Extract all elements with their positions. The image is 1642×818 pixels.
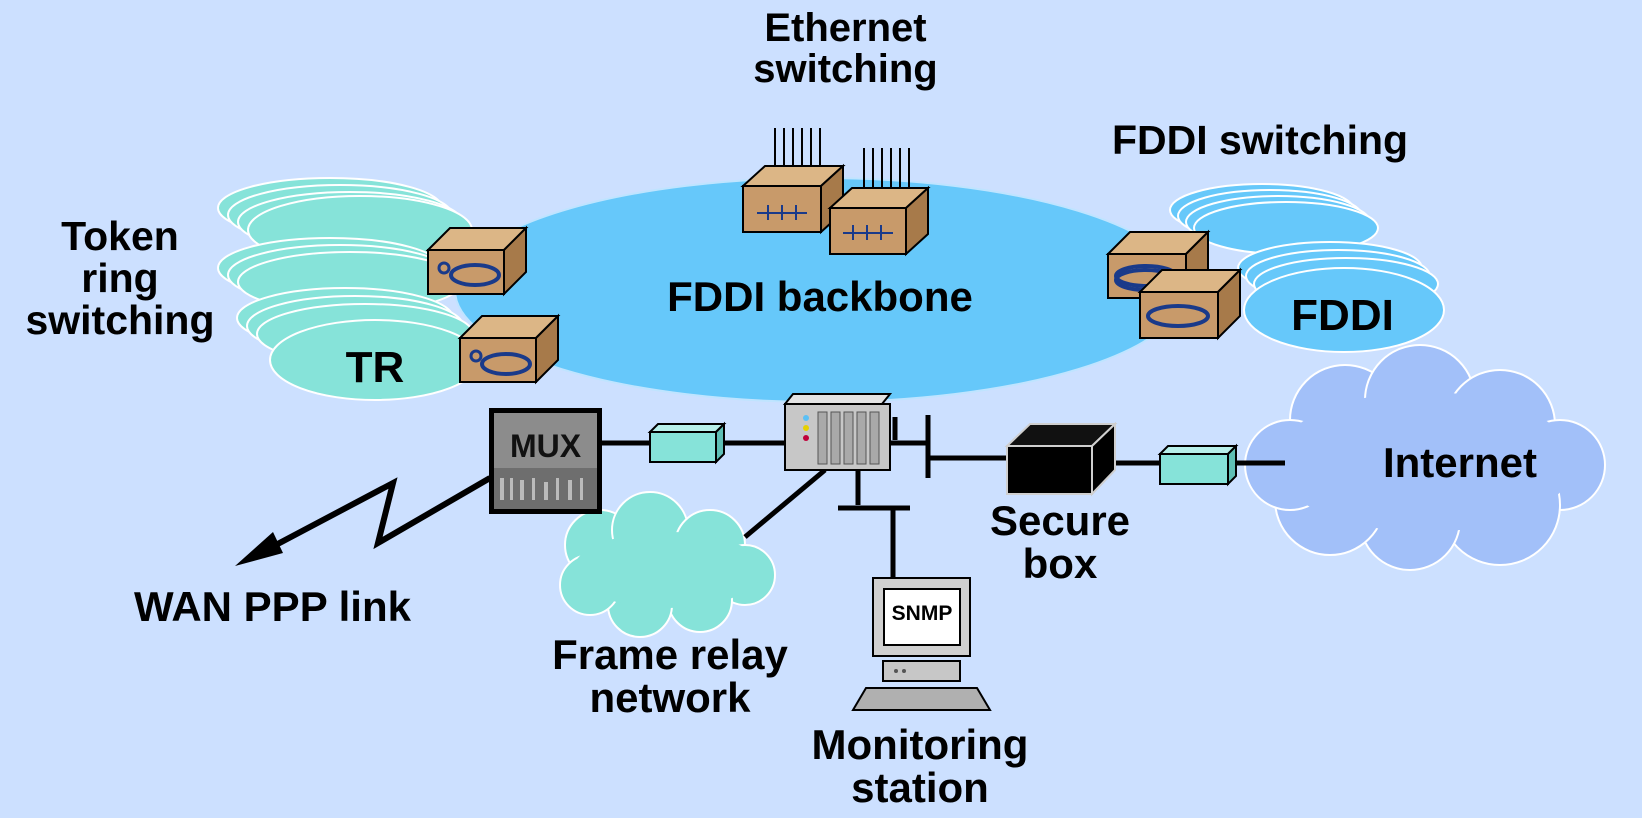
ethernet-switching-label: Ethernet switching — [728, 8, 963, 90]
internet-label: Internet — [1382, 439, 1537, 486]
secure-box-device — [1004, 421, 1118, 497]
ethernet-switching-line-1: Ethernet — [764, 6, 927, 50]
fddi-switching-label: FDDI switching — [1111, 117, 1409, 163]
monitoring-station-line-2: station — [851, 763, 989, 811]
token-ring-switching-line-1: Token — [61, 213, 179, 259]
fddi-clouds — [1169, 183, 1445, 353]
token-ring-switch-1 — [425, 225, 529, 297]
frame-relay-network-label: Frame relay network — [520, 631, 820, 721]
ethernet-switch-1 — [740, 128, 846, 235]
internet-cloud — [1244, 344, 1606, 571]
monitoring-station-label: Monitoring station — [780, 721, 1060, 811]
wan-ppp-link-arrow — [235, 475, 492, 566]
fddi-backbone-label: FDDI backbone — [667, 273, 973, 320]
central-router — [782, 393, 893, 471]
fddi-label: FDDI — [1291, 291, 1394, 340]
secure-box-line-2: box — [1022, 539, 1098, 587]
fddi-switch-2 — [1137, 267, 1243, 341]
mux-label: MUX — [509, 428, 582, 464]
token-ring-switch-2 — [457, 313, 561, 385]
ethernet-switching-line-2: switching — [753, 46, 938, 91]
monitoring-station-computer — [851, 577, 992, 711]
monitoring-station-line-1: Monitoring — [811, 721, 1029, 768]
tr-label: TR — [345, 343, 405, 392]
frame-relay-line-1: Frame relay — [552, 631, 788, 678]
frame-relay-cloud — [559, 491, 776, 638]
snmp-label: SNMP — [891, 602, 953, 625]
ethernet-switch-2 — [827, 148, 931, 257]
link-device-1 — [647, 421, 727, 465]
token-ring-switching-line-2: ring — [81, 254, 159, 301]
frame-relay-line-2: network — [589, 673, 751, 721]
token-ring-switching-label: Token ring switching — [10, 213, 230, 343]
mux-device — [489, 408, 602, 514]
secure-box-label: Secure box — [970, 497, 1150, 587]
wan-ppp-link-label: WAN PPP link — [134, 583, 411, 630]
token-ring-switching-line-3: switching — [25, 296, 215, 343]
connection-lines — [602, 415, 1285, 578]
token-ring-clouds — [217, 177, 481, 401]
link-device-2 — [1157, 443, 1239, 487]
secure-box-line-1: Secure — [989, 497, 1131, 544]
